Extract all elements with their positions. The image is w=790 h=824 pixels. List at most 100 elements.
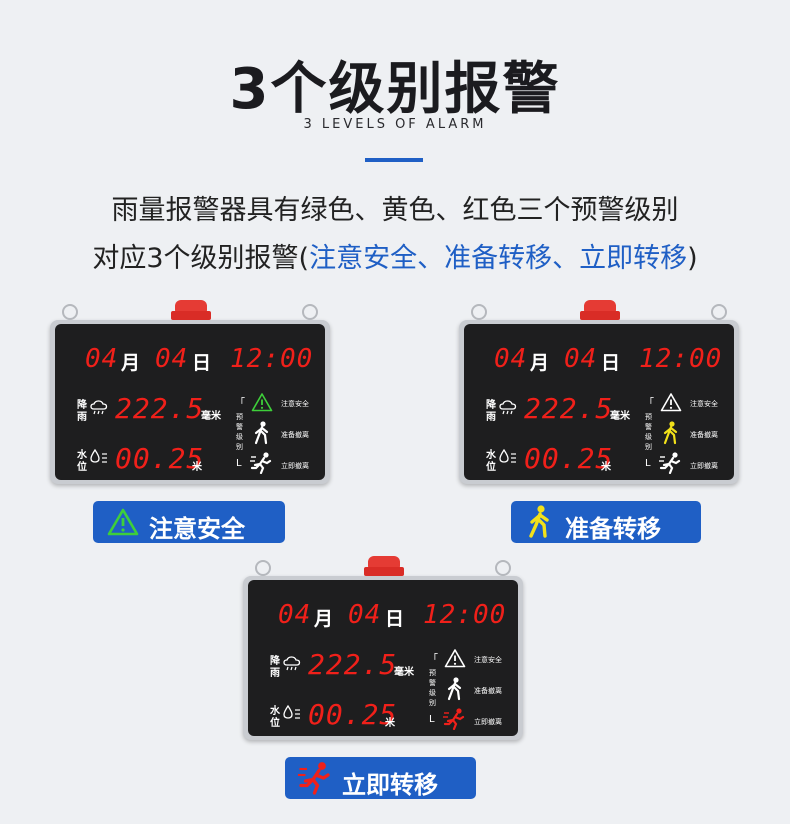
warning-triangle-icon [660,393,682,412]
alarm-lamp-icon [580,300,620,320]
badge-label-2: 准备转移 [565,515,661,543]
badge-label-1: 注意安全 [149,515,245,543]
status-label-1: 注意安全 [281,400,309,408]
rain-value: 222.5 [115,392,205,425]
warning-triangle-icon [251,393,273,412]
description-line-2: 对应3个级别报警(注意安全、准备转移、立即转移) [0,236,790,275]
description-prefix: 对应3个级别报警( [92,243,310,274]
rain-label-top: 降 [486,400,496,411]
rain-unit: 毫米 [394,667,414,678]
rain-cloud-icon [90,400,108,415]
water-unit: 米 [192,462,202,473]
running-person-icon [659,452,681,474]
status-label-2: 准备撤离 [690,431,718,439]
water-label-top: 水 [270,706,280,717]
description-suffix: ) [687,243,698,274]
description-highlight: 注意安全、准备转移、立即转移 [309,243,688,274]
warn-char-2: 警 [429,679,436,687]
water-label-bottom: 位 [486,462,496,473]
walking-person-icon [529,505,549,538]
bracket-bottom: L [236,458,242,469]
water-label-bottom: 位 [77,462,87,473]
alarm-device-yellow: 04 月 04 日 12:00 降 雨 222.5 毫米 水 位 [459,300,739,484]
day-unit: 日 [385,608,405,630]
month-unit: 月 [530,352,550,374]
badge-level-1: 注意安全 [93,501,285,543]
day-value: 04 [564,344,598,374]
description-line-1: 雨量报警器具有绿色、黄色、红色三个预警级别 [111,195,679,226]
badge-label-3: 立即转移 [342,771,438,799]
hanging-ring-icon [255,560,271,576]
water-unit: 米 [601,462,611,473]
rain-value: 222.5 [308,648,398,681]
rain-label-top: 降 [270,656,280,667]
running-person-icon [250,452,272,474]
month-value: 04 [85,344,119,374]
led-screen: 04 月 04 日 12:00 降 雨 222.5 毫米 水 位 [464,324,734,480]
warning-triangle-icon [107,508,139,536]
warn-char-2: 警 [645,423,652,431]
water-label-top: 水 [77,450,87,461]
status-label-3: 立即撤离 [474,718,502,726]
hanging-ring-icon [495,560,511,576]
walking-person-icon [447,677,462,701]
walking-person-icon [663,421,678,445]
warn-char-4: 别 [645,443,652,451]
rain-label-top: 降 [77,400,87,411]
bracket-top: 「 [644,398,654,409]
rain-cloud-icon [499,400,517,415]
rain-value: 222.5 [524,392,614,425]
alarm-device-green: 04 月 04 日 12:00 降 雨 222.5 毫米 水 位 [50,300,330,484]
status-label-1: 注意安全 [690,400,718,408]
day-value: 04 [348,600,382,630]
water-level-icon [499,448,516,463]
day-unit: 日 [192,352,212,374]
warn-char-3: 级 [236,433,243,441]
water-label-top: 水 [486,450,496,461]
rain-cloud-icon [283,656,301,671]
warn-char-1: 预 [236,413,243,421]
led-screen: 04 月 04 日 12:00 降 雨 222.5 毫米 水 位 [55,324,325,480]
alarm-lamp-icon [364,556,404,576]
title-divider [365,158,423,162]
water-label-bottom: 位 [270,718,280,729]
warn-char-4: 别 [429,699,436,707]
walking-person-icon [254,421,269,445]
hanging-ring-icon [302,304,318,320]
month-value: 04 [278,600,312,630]
warn-char-1: 预 [645,413,652,421]
warn-char-2: 警 [236,423,243,431]
page-subtitle: 3 LEVELS OF ALARM [303,117,487,132]
warn-char-3: 级 [645,433,652,441]
hanging-ring-icon [471,304,487,320]
month-value: 04 [494,344,528,374]
water-value: 00.25 [524,442,614,475]
rain-label-bottom: 雨 [486,412,496,423]
month-unit: 月 [121,352,141,374]
status-label-3: 立即撤离 [281,462,309,470]
warn-char-3: 级 [429,689,436,697]
time-value: 12:00 [423,600,507,630]
led-screen: 04 月 04 日 12:00 降 雨 222.5 毫米 水 位 [248,580,518,736]
status-label-1: 注意安全 [474,656,502,664]
water-level-icon [283,704,300,719]
badge-level-3: 立即转移 [285,757,476,799]
rain-label-bottom: 雨 [270,668,280,679]
rain-label-bottom: 雨 [77,412,87,423]
hanging-ring-icon [711,304,727,320]
bracket-top: 「 [428,654,438,665]
time-value: 12:00 [639,344,723,374]
alarm-lamp-icon [171,300,211,320]
rain-unit: 毫米 [610,411,630,422]
hanging-ring-icon [62,304,78,320]
month-unit: 月 [314,608,334,630]
bracket-bottom: L [429,714,435,725]
alarm-device-red: 04 月 04 日 12:00 降 雨 222.5 毫米 水 位 [243,556,523,740]
rain-unit: 毫米 [201,411,221,422]
warn-char-4: 别 [236,443,243,451]
day-unit: 日 [601,352,621,374]
warning-triangle-icon [444,649,466,668]
time-value: 12:00 [230,344,314,374]
warn-char-1: 预 [429,669,436,677]
page-title: 3个级别报警 [229,57,561,122]
